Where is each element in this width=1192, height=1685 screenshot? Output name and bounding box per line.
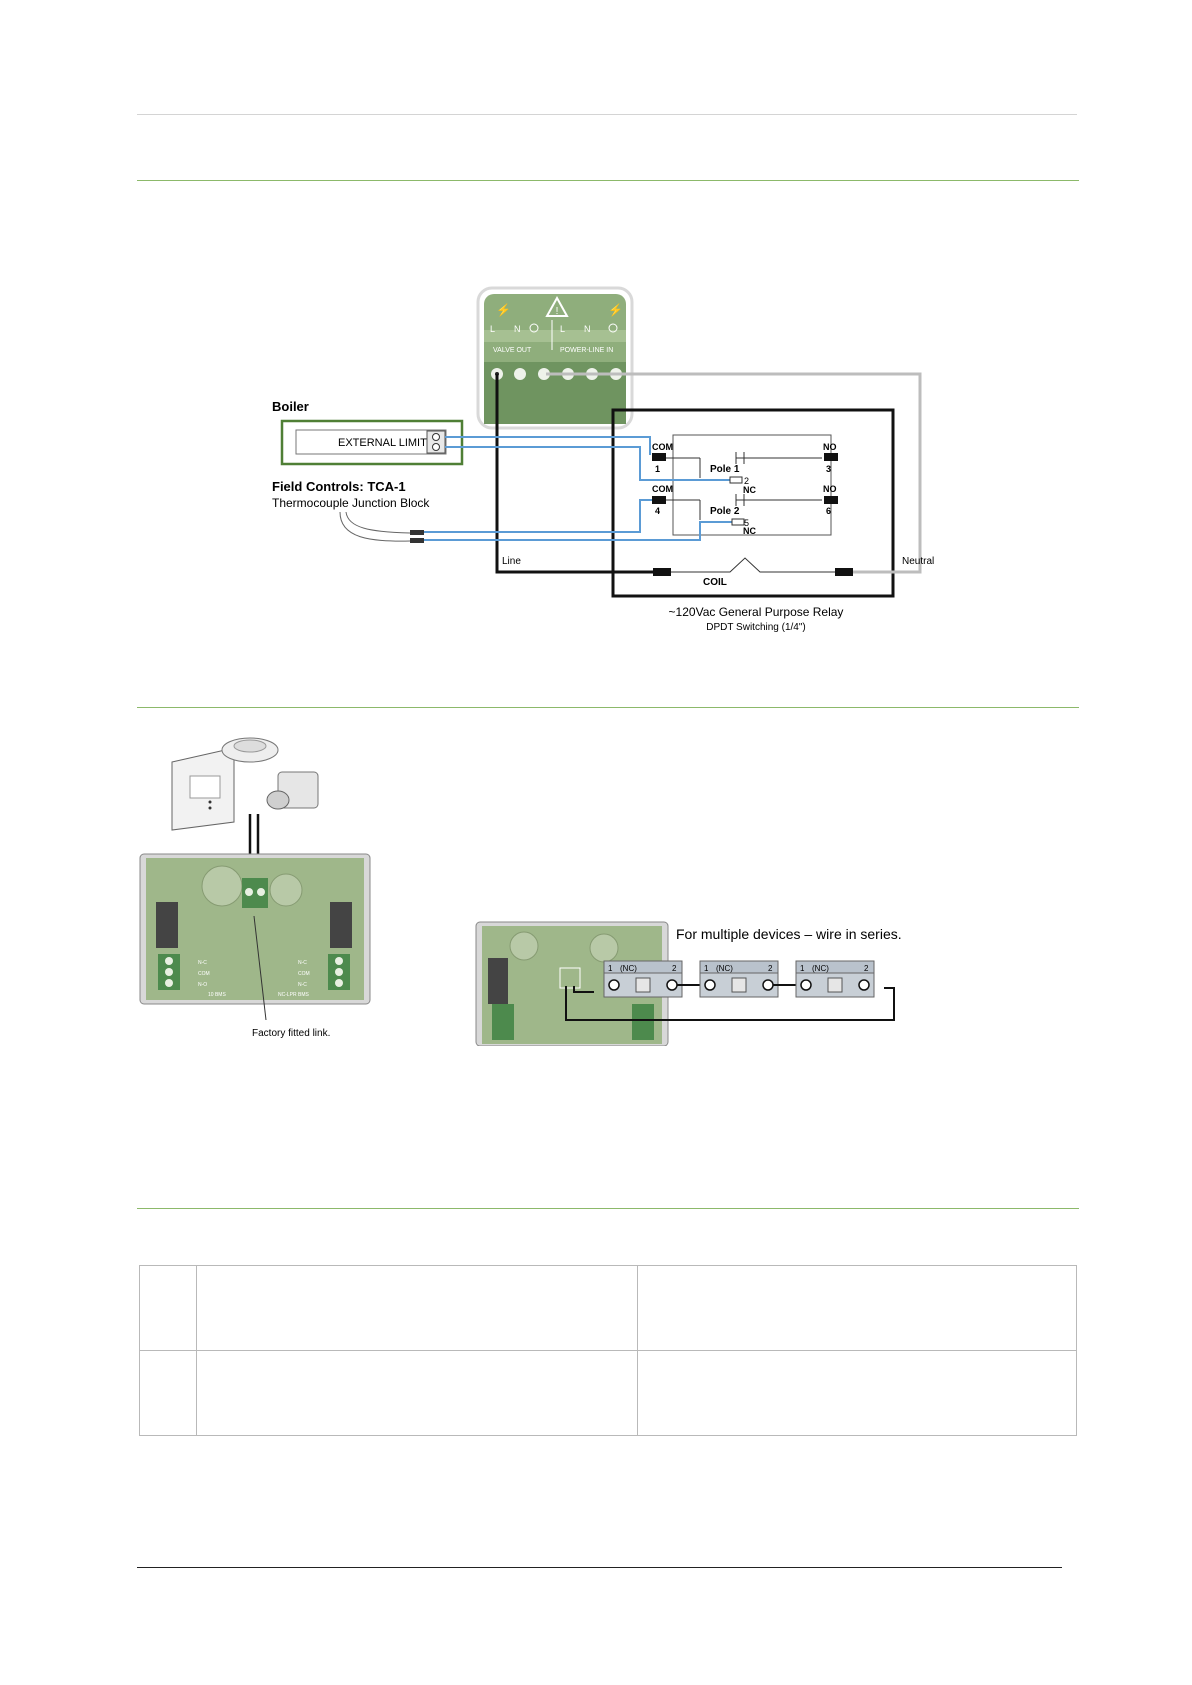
- series-device-3: 1 (NC) 2: [795, 960, 875, 998]
- com2-label: COM: [652, 484, 673, 494]
- svg-text:2: 2: [768, 964, 773, 973]
- table-row: [139, 1350, 1077, 1436]
- nc1-label: NC: [743, 485, 756, 495]
- series-caption: For multiple devices – wire in series.: [676, 926, 902, 942]
- board-label-com-left: COM: [198, 971, 210, 977]
- com2-number: 4: [655, 506, 660, 516]
- line-label: Line: [502, 556, 521, 567]
- terminal-right-l: L: [560, 324, 565, 334]
- svg-text:!: !: [556, 306, 559, 317]
- boiler-label: Boiler: [272, 399, 309, 414]
- terminal-block-illustration: ! ⚡ ⚡ L N L N VALVE OUT POWER-LINE IN: [476, 286, 634, 430]
- heat-detector-icon: [266, 771, 319, 810]
- factory-link-label: Factory fitted link.: [252, 1028, 330, 1039]
- nc1-number: 2: [744, 476, 749, 486]
- board-label-no-left: N-O: [198, 982, 207, 988]
- smoke-detector-icon: [221, 737, 279, 763]
- terminal-left-n: N: [514, 324, 521, 334]
- line-wire: [495, 374, 655, 574]
- svg-text:2: 2: [672, 964, 677, 973]
- svg-text:1: 1: [704, 964, 709, 973]
- footer-rule: [137, 1567, 1062, 1568]
- board-label-nc-right-2: N-C: [298, 982, 307, 988]
- field-controls-label: Field Controls: TCA-1: [272, 479, 406, 494]
- svg-text:1: 1: [800, 964, 805, 973]
- terminal-right-n: N: [584, 324, 591, 334]
- table-row: [139, 1265, 1077, 1351]
- board-label-nc-right: N-C: [298, 960, 307, 966]
- header-rule: [137, 114, 1077, 115]
- svg-text:(NC): (NC): [812, 964, 829, 973]
- power-line-in-label: POWER-LINE IN: [560, 347, 613, 354]
- com1-number: 1: [655, 464, 660, 474]
- neutral-label: Neutral: [902, 556, 934, 567]
- junction-block-label: Thermocouple Junction Block: [272, 496, 430, 510]
- series-wiring-diagram: For multiple devices – wire in series. 1…: [475, 921, 902, 1046]
- no1-number: 3: [826, 464, 831, 474]
- section-rule-1: [137, 180, 1079, 181]
- control-panel-illustration: [171, 747, 235, 831]
- relay-subtitle: DPDT Switching (1/4"): [706, 622, 806, 633]
- nc2-number: 5: [744, 518, 749, 528]
- board-footer-right: NC-LPR BMS: [278, 992, 310, 998]
- valve-out-label: VALVE OUT: [493, 347, 532, 354]
- board-label-com-right: COM: [298, 971, 310, 977]
- terminal-left-l: L: [490, 324, 495, 334]
- relay-title: ~120Vac General Purpose Relay: [669, 605, 844, 619]
- signal-wires: [424, 436, 732, 541]
- section-rule-3: [137, 1208, 1079, 1209]
- device-board-diagram: N-C COM N-O N-C COM N-C 10 BMS NC-LPR BM…: [139, 737, 371, 1039]
- relay-wiring-diagram: ! ⚡ ⚡ L N L N VALVE OUT POWER-LINE IN Bo…: [272, 286, 934, 633]
- external-limit-label: EXTERNAL LIMIT: [338, 437, 427, 449]
- pole1-label: Pole 1: [710, 464, 740, 475]
- coil-label: COIL: [703, 577, 727, 588]
- section-rule-2: [137, 707, 1079, 708]
- svg-text:(NC): (NC): [620, 964, 637, 973]
- svg-text:2: 2: [864, 964, 869, 973]
- spec-table: [139, 1265, 1077, 1436]
- board-footer-left: 10 BMS: [208, 992, 226, 998]
- svg-text:1: 1: [608, 964, 613, 973]
- board-label-nc-left: N-C: [198, 960, 207, 966]
- series-device-1: 1 (NC) 2: [603, 960, 683, 998]
- neutral-wire: [546, 372, 922, 574]
- relay-box: [611, 408, 895, 598]
- svg-text:⚡: ⚡: [496, 303, 511, 317]
- no2-number: 6: [826, 506, 831, 516]
- pole2-label: Pole 2: [710, 506, 740, 517]
- series-device-2: 1 (NC) 2: [699, 960, 779, 998]
- com1-label: COM: [652, 442, 673, 452]
- nc2-label: NC: [743, 526, 756, 536]
- svg-text:⚡: ⚡: [608, 303, 623, 317]
- no1-label: NO: [823, 442, 837, 452]
- no2-label: NO: [823, 484, 837, 494]
- svg-text:(NC): (NC): [716, 964, 733, 973]
